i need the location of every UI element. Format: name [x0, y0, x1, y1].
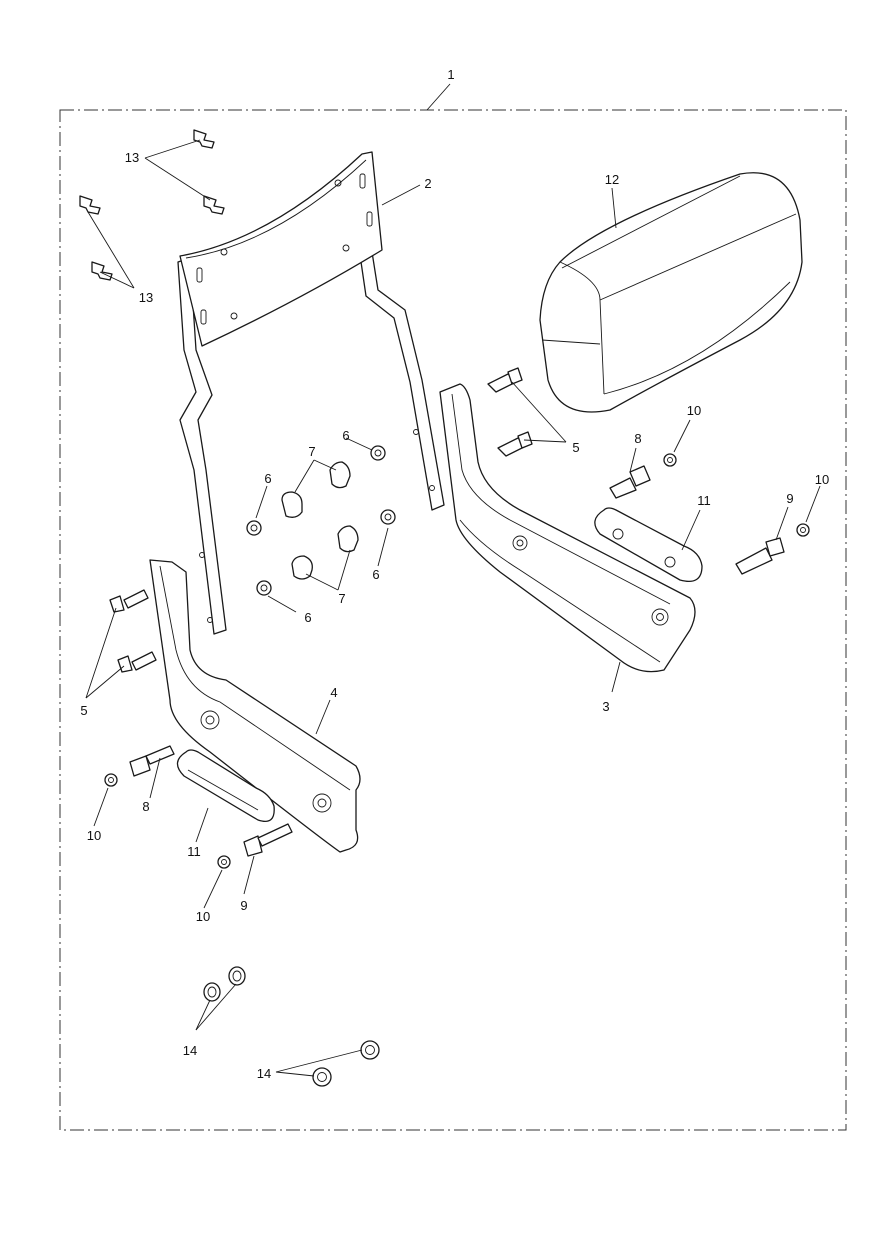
callout-3: 3 — [602, 699, 609, 714]
callout-9-right: 9 — [786, 491, 793, 506]
backrest-frame-part-2 — [177, 151, 445, 635]
callout-10-upper: 10 — [687, 403, 701, 418]
callout-13-top: 13 — [125, 150, 139, 165]
callout-10-far-left: 10 — [87, 828, 101, 843]
callout-6-right: 6 — [372, 567, 379, 582]
callout-10-lower: 10 — [196, 909, 210, 924]
cap-screws-part-8 — [129, 465, 651, 777]
callout-4: 4 — [330, 685, 337, 700]
callout-labels: 1 2 12 3 4 13 13 5 5 6 6 6 6 7 7 8 8 9 9… — [80, 67, 829, 1081]
callout-13-left: 13 — [139, 290, 153, 305]
callout-11-left: 11 — [187, 844, 201, 859]
callout-5-left: 5 — [80, 703, 87, 718]
callout-11-right: 11 — [697, 493, 711, 508]
washers-part-10 — [104, 453, 810, 869]
side-bracket-right-part-3 — [439, 383, 696, 673]
cap-screws-part-9 — [243, 537, 785, 857]
nuts-part-6 — [246, 445, 396, 596]
callout-1: 1 — [447, 67, 454, 82]
callout-6-left: 6 — [264, 471, 271, 486]
spacer-plate-part-11-right — [594, 507, 703, 583]
callout-7-top: 7 — [308, 444, 315, 459]
callout-6-bottom: 6 — [304, 610, 311, 625]
callout-9-left: 9 — [240, 898, 247, 913]
callout-2: 2 — [424, 176, 431, 191]
side-bracket-left-part-4 — [149, 559, 361, 853]
callout-5-right: 5 — [572, 440, 579, 455]
leader-lines — [85, 83, 821, 1077]
spacer-plate-part-11-left — [176, 749, 275, 823]
callout-7-bottom: 7 — [338, 591, 345, 606]
bushings-part-14 — [203, 966, 380, 1087]
flange-bolts-part-5 — [109, 367, 533, 673]
callout-14-left: 14 — [183, 1043, 197, 1058]
callout-6-top: 6 — [342, 428, 349, 443]
kit-boundary-frame — [59, 109, 847, 1131]
callout-8-right: 8 — [634, 431, 641, 446]
callout-12: 12 — [605, 172, 619, 187]
callout-8-left: 8 — [142, 799, 149, 814]
screws-part-13 — [79, 129, 225, 281]
callout-10-far-right: 10 — [815, 472, 829, 487]
caps-part-7 — [281, 461, 359, 580]
backrest-pad-part-12 — [539, 172, 803, 413]
callout-14-bottom: 14 — [257, 1066, 271, 1081]
